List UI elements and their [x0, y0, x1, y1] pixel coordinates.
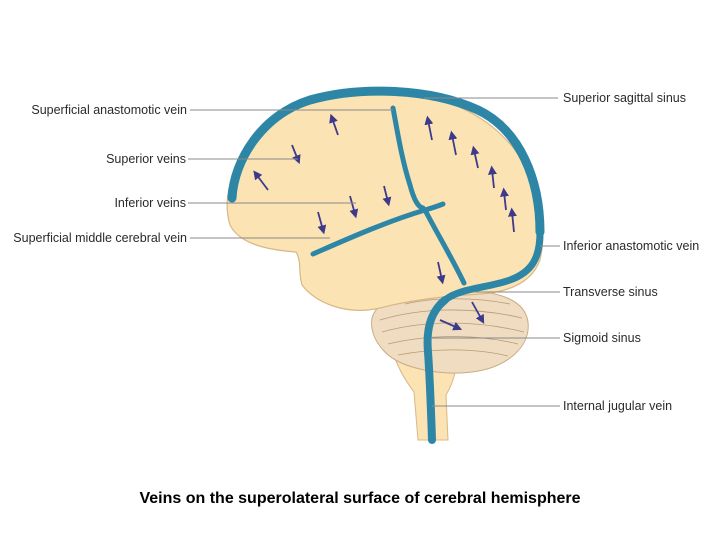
cerebellum-folia	[379, 298, 525, 357]
label-superior-veins: Superior veins	[106, 152, 186, 166]
superficial-middle-cerebral-vein-vessel	[310, 201, 446, 257]
label-inferior-veins: Inferior veins	[114, 196, 186, 210]
figure-caption: Veins on the superolateral surface of ce…	[139, 490, 581, 507]
label-superior-sagittal-sinus: Superior sagittal sinus	[563, 91, 686, 105]
label-internal-jugular-vein: Internal jugular vein	[563, 399, 672, 413]
label-sigmoid-sinus: Sigmoid sinus	[563, 331, 641, 345]
superficial-anastomotic-vein-vessel	[390, 105, 426, 211]
leader-lines	[188, 97, 560, 407]
label-superficial-anastomotic-vein: Superficial anastomotic vein	[31, 103, 187, 117]
label-inferior-anastomotic-vein: Inferior anastomotic vein	[563, 239, 699, 253]
label-transverse-sinus: Transverse sinus	[563, 285, 658, 299]
transverse-sinus-vessel	[441, 228, 544, 304]
flow-arrows	[253, 113, 517, 331]
inferior-anastomotic-vein-vessel	[422, 207, 467, 286]
superior-sagittal-sinus-vessel	[227, 86, 545, 237]
label-superficial-middle-cerebral-vein: Superficial middle cerebral vein	[13, 231, 187, 245]
sigmoid-internal-jugular-vessel	[423, 296, 449, 444]
